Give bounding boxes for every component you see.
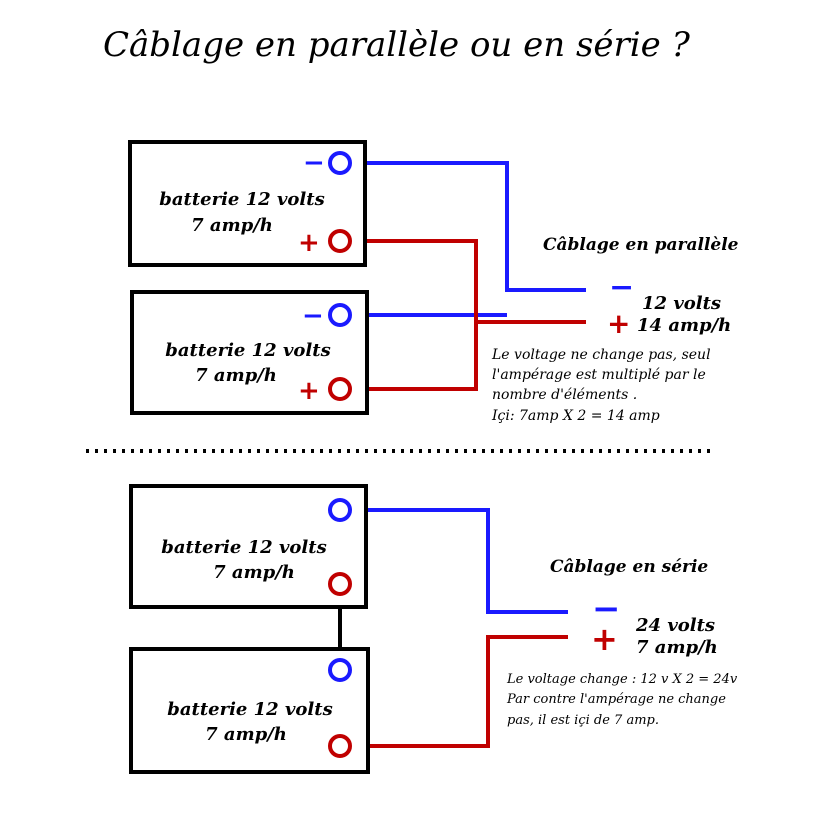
battery-label: batterie 12 volts xyxy=(159,189,324,210)
positive-terminal xyxy=(328,572,352,596)
negative-terminal xyxy=(328,498,352,522)
series-battery-2: batterie 12 volts 7 amp/h xyxy=(129,647,370,774)
battery-capacity: 7 amp/h xyxy=(191,215,273,236)
series-output-plus: + xyxy=(591,620,618,658)
parallel-output-plus: + xyxy=(607,307,630,340)
parallel-output-capacity: 14 amp/h xyxy=(637,315,731,336)
series-negative-wire xyxy=(351,508,568,614)
battery-box xyxy=(130,290,369,415)
negative-terminal xyxy=(328,303,352,327)
negative-terminal xyxy=(328,151,352,175)
negative-terminal xyxy=(328,658,352,682)
series-positive-wire xyxy=(351,635,568,748)
series-output-minus: − xyxy=(592,589,621,629)
minus-sign: − xyxy=(302,301,324,331)
parallel-heading: Câblage en parallèle xyxy=(543,235,739,255)
plus-sign: + xyxy=(298,376,320,406)
plus-sign: + xyxy=(298,228,320,258)
parallel-positive-wire-top xyxy=(351,239,478,391)
parallel-note: Le voltage ne change pas, seul l'ampérag… xyxy=(491,347,711,424)
positive-terminal xyxy=(328,377,352,401)
battery-box xyxy=(128,140,367,267)
battery-box xyxy=(129,484,368,609)
series-note: Le voltage change : 12 v X 2 = 24v Par c… xyxy=(506,672,738,728)
positive-terminal xyxy=(328,734,352,758)
parallel-negative-wire-top xyxy=(351,161,586,292)
parallel-output-voltage: 12 volts xyxy=(642,293,721,314)
note-line: Le voltage change : 12 v X 2 = 24v xyxy=(506,672,738,687)
note-line: Le voltage ne change pas, seul xyxy=(491,347,711,363)
series-battery-1: batterie 12 volts 7 amp/h xyxy=(129,484,368,609)
battery-capacity: 7 amp/h xyxy=(205,724,287,745)
note-line: nombre d'éléments . xyxy=(492,387,637,403)
note-line: Par contre l'ampérage ne change xyxy=(506,692,726,707)
parallel-output-minus: − xyxy=(609,270,634,305)
positive-terminal xyxy=(328,229,352,253)
note-line: Içi: 7amp X 2 = 14 amp xyxy=(491,408,660,424)
note-line: pas, il est içi de 7 amp. xyxy=(507,713,659,728)
series-output-voltage: 24 volts xyxy=(635,615,715,636)
note-line: l'ampérage est multiplé par le xyxy=(492,367,706,383)
battery-label: batterie 12 volts xyxy=(167,699,332,720)
battery-label: batterie 12 volts xyxy=(165,340,330,361)
parallel-battery-1: batterie 12 volts 7 amp/h − + xyxy=(128,140,367,267)
page-title: Câblage en parallèle ou en série ? xyxy=(103,25,691,65)
battery-capacity: 7 amp/h xyxy=(195,365,277,386)
battery-capacity: 7 amp/h xyxy=(213,562,295,583)
series-heading: Câblage en série xyxy=(550,557,708,577)
parallel-battery-2: batterie 12 volts 7 amp/h − + xyxy=(130,290,369,415)
minus-sign: − xyxy=(303,148,325,178)
series-output-capacity: 7 amp/h xyxy=(636,637,718,658)
battery-label: batterie 12 volts xyxy=(161,537,326,558)
